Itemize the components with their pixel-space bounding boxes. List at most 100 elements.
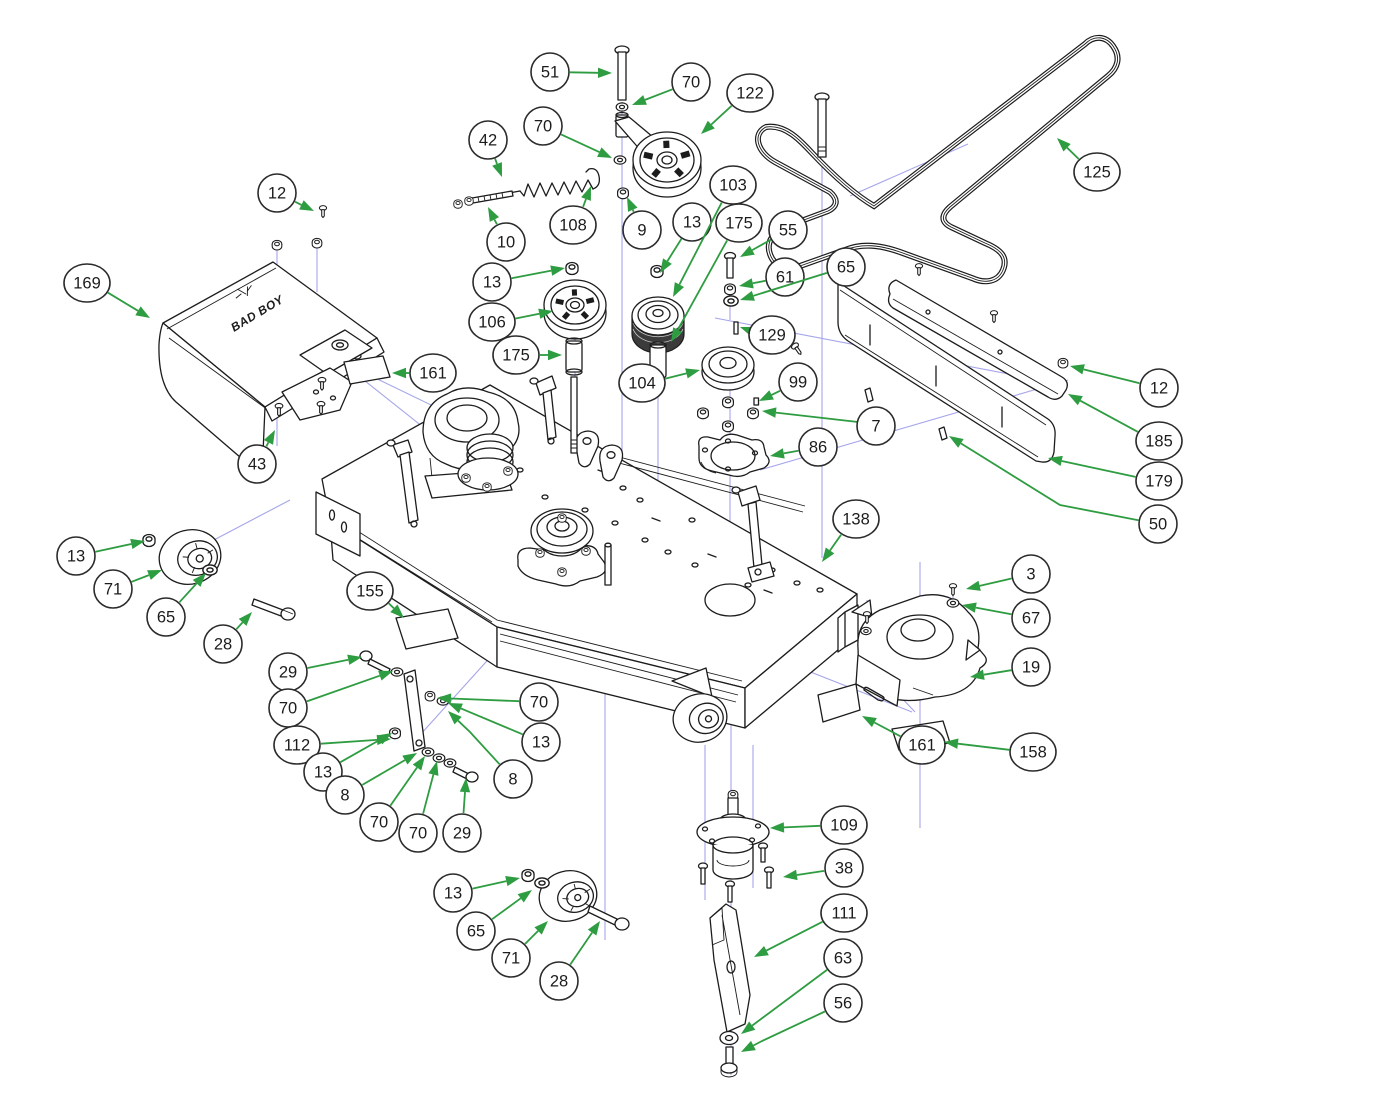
callout-71[interactable]: 71 <box>491 921 548 978</box>
callout-42[interactable]: 42 <box>468 120 508 177</box>
callout-65[interactable]: 65 <box>740 247 866 301</box>
callout-111[interactable]: 111 <box>754 893 868 957</box>
callout-29[interactable]: 29 <box>442 778 482 853</box>
callout-12[interactable]: 12 <box>257 173 314 213</box>
callout-175[interactable]: 175 <box>492 335 562 375</box>
callout-circle[interactable] <box>618 363 666 403</box>
callout-51[interactable]: 51 <box>530 52 612 92</box>
callout-circle[interactable] <box>823 983 863 1023</box>
callout-circle[interactable] <box>468 120 508 160</box>
callout-circle[interactable] <box>491 938 531 978</box>
callout-106[interactable]: 106 <box>468 302 553 342</box>
callout-circle[interactable] <box>856 406 896 446</box>
callout-161[interactable]: 161 <box>392 353 457 393</box>
callout-circle[interactable] <box>346 571 394 611</box>
callout-circle[interactable] <box>523 106 563 146</box>
callout-155[interactable]: 155 <box>346 571 404 618</box>
callout-70[interactable]: 70 <box>268 670 393 728</box>
callout-circle[interactable] <box>778 362 818 402</box>
callout-circle[interactable] <box>398 813 438 853</box>
callout-circle[interactable] <box>820 893 868 933</box>
callout-19[interactable]: 19 <box>970 647 1051 687</box>
callout-50[interactable]: 50 <box>949 436 1178 544</box>
callout-circle[interactable] <box>671 62 711 102</box>
callout-43[interactable]: 43 <box>237 430 277 484</box>
callout-circle[interactable] <box>539 961 579 1001</box>
callout-3[interactable]: 3 <box>966 554 1051 594</box>
callout-circle[interactable] <box>456 911 496 951</box>
callout-13[interactable]: 13 <box>472 262 565 302</box>
callout-circle[interactable] <box>768 210 808 250</box>
callout-circle[interactable] <box>433 873 473 913</box>
callout-circle[interactable] <box>530 52 570 92</box>
callout-circle[interactable] <box>549 205 597 245</box>
callout-70[interactable]: 70 <box>437 682 559 722</box>
callout-circle[interactable] <box>823 938 863 978</box>
callout-circle[interactable] <box>1011 554 1051 594</box>
callout-161[interactable]: 161 <box>862 716 946 765</box>
callout-122[interactable]: 122 <box>701 73 774 134</box>
callout-108[interactable]: 108 <box>549 186 597 245</box>
callout-158[interactable]: 158 <box>944 732 1057 772</box>
callout-86[interactable]: 86 <box>770 427 838 467</box>
callout-circle[interactable] <box>359 802 399 842</box>
callout-63[interactable]: 63 <box>741 938 863 1034</box>
callout-circle[interactable] <box>826 247 866 287</box>
callout-circle[interactable] <box>93 569 133 609</box>
callout-circle[interactable] <box>748 315 796 355</box>
callout-7[interactable]: 7 <box>762 406 896 446</box>
callout-38[interactable]: 38 <box>783 848 864 888</box>
callout-circle[interactable] <box>325 775 365 815</box>
callout-10[interactable]: 10 <box>486 207 526 262</box>
callout-125[interactable]: 125 <box>1057 138 1121 192</box>
callout-circle[interactable] <box>832 499 880 539</box>
callout-29[interactable]: 29 <box>268 652 362 692</box>
callout-129[interactable]: 129 <box>740 315 796 355</box>
callout-circle[interactable] <box>1138 504 1178 544</box>
callout-138[interactable]: 138 <box>822 499 880 562</box>
callout-circle[interactable] <box>257 173 297 213</box>
callout-56[interactable]: 56 <box>741 983 863 1052</box>
callout-28[interactable]: 28 <box>539 921 600 1001</box>
callout-12[interactable]: 12 <box>1070 364 1179 408</box>
callout-circle[interactable] <box>203 624 243 664</box>
callout-circle[interactable] <box>468 302 516 342</box>
callout-112[interactable]: 112 <box>273 725 391 765</box>
callout-circle[interactable] <box>492 335 540 375</box>
callout-circle[interactable] <box>1139 368 1179 408</box>
callout-9[interactable]: 9 <box>622 197 662 250</box>
callout-70[interactable]: 70 <box>398 761 439 853</box>
callout-circle[interactable] <box>146 597 186 637</box>
callout-179[interactable]: 179 <box>1048 455 1183 501</box>
callout-13[interactable]: 13 <box>433 873 520 913</box>
callout-104[interactable]: 104 <box>618 363 700 403</box>
callout-circle[interactable] <box>898 725 946 765</box>
callout-circle[interactable] <box>63 263 111 303</box>
callout-70[interactable]: 70 <box>359 756 425 842</box>
callout-13[interactable]: 13 <box>56 536 145 576</box>
callout-circle[interactable] <box>798 427 838 467</box>
callout-28[interactable]: 28 <box>203 612 252 664</box>
callout-circle[interactable] <box>765 257 805 297</box>
callout-circle[interactable] <box>726 73 774 113</box>
callout-175[interactable]: 175 <box>671 203 763 342</box>
callout-61[interactable]: 61 <box>739 257 805 297</box>
callout-109[interactable]: 109 <box>770 805 868 845</box>
callout-circle[interactable] <box>1135 461 1183 501</box>
callout-circle[interactable] <box>442 813 482 853</box>
callout-circle[interactable] <box>56 536 96 576</box>
callout-circle[interactable] <box>1011 647 1051 687</box>
callout-circle[interactable] <box>715 203 763 243</box>
callout-circle[interactable] <box>521 722 561 762</box>
callout-circle[interactable] <box>622 210 662 250</box>
callout-169[interactable]: 169 <box>63 263 150 318</box>
callout-13[interactable]: 13 <box>660 202 712 273</box>
callout-circle[interactable] <box>409 353 457 393</box>
callout-circle[interactable] <box>472 262 512 302</box>
callout-circle[interactable] <box>1011 598 1051 638</box>
callout-circle[interactable] <box>824 848 864 888</box>
callout-65[interactable]: 65 <box>456 890 532 951</box>
callout-circle[interactable] <box>519 682 559 722</box>
callout-65[interactable]: 65 <box>146 573 206 637</box>
callout-70[interactable]: 70 <box>632 62 711 105</box>
